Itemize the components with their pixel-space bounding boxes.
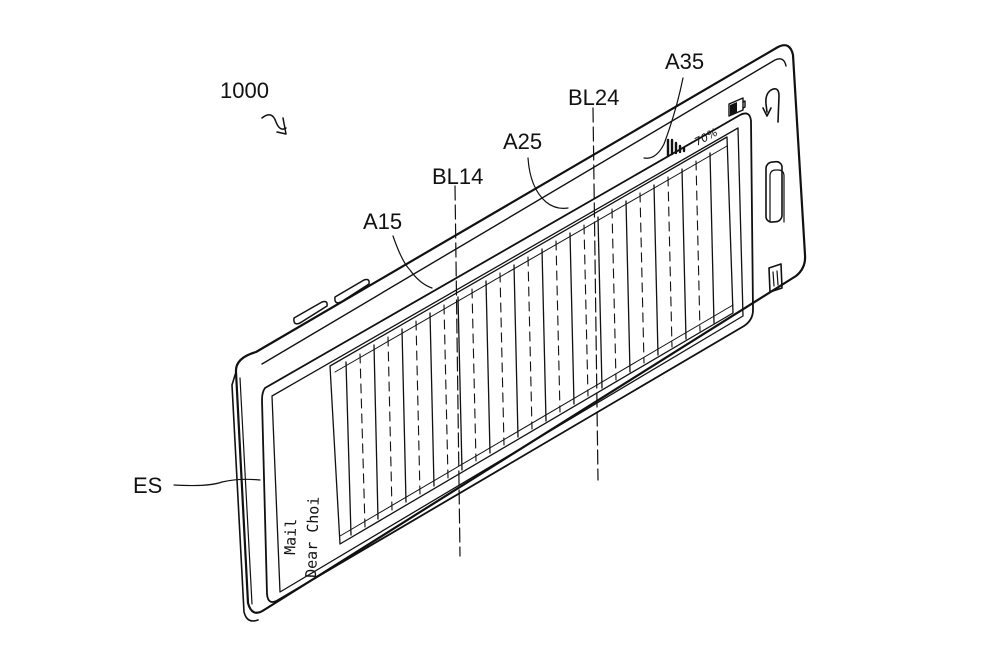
device-body [234,44,807,614]
text-lines-dashed [359,160,701,528]
label-a35: A35 [665,49,704,74]
boundary-line-bl14 [454,185,461,557]
reference-arrow [261,114,287,130]
boundary-line-bl24 [592,107,599,481]
label-bl14: BL14 [432,164,483,189]
back-icon[interactable] [765,88,780,123]
mail-app-title: Mail [281,518,300,555]
reference-numeral: 1000 [220,78,269,103]
label-a25: A25 [503,129,542,154]
label-bl24: BL24 [568,85,619,110]
volume-down-button[interactable] [293,300,328,325]
label-es: ES [133,473,162,498]
leader-a25 [527,157,569,209]
volume-up-button[interactable] [334,278,370,304]
battery-icon [728,97,746,117]
device-top-edge [261,58,787,365]
label-a15: A15 [363,209,402,234]
edge-screen [271,127,744,593]
leader-es [173,478,261,487]
text-lines [345,152,715,536]
leader-a35 [643,77,684,159]
home-button[interactable] [765,160,783,223]
display-bezel [261,112,754,603]
menu-icon[interactable] [768,263,783,293]
mail-greeting: Dear Choi [302,496,323,578]
leader-a15 [392,235,433,289]
device-side-edge [231,371,259,622]
signal-icon [666,138,686,158]
